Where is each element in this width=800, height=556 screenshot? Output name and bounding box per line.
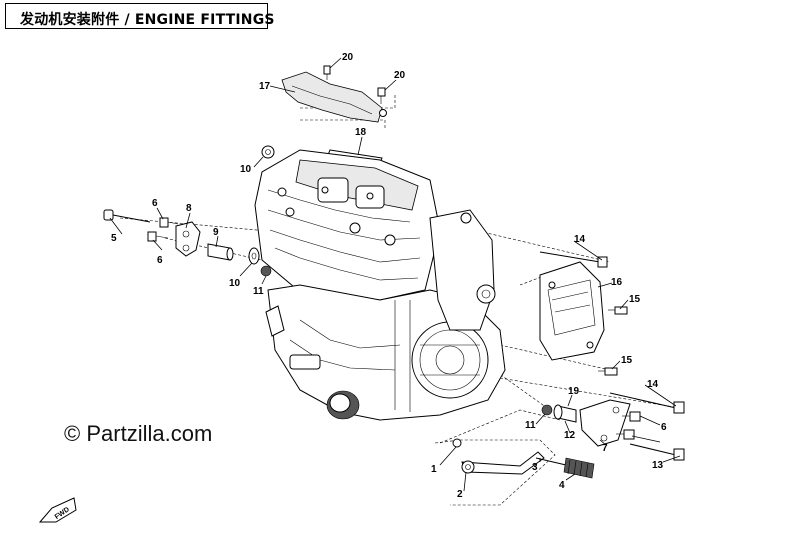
callout-8: 8 xyxy=(186,203,192,214)
callout-15b: 15 xyxy=(621,355,633,366)
nut-11b xyxy=(541,404,553,416)
watermark: © Partzilla.com xyxy=(64,421,212,447)
callout-11a: 11 xyxy=(253,286,264,297)
bolt-6c xyxy=(616,429,635,440)
long-bolt-14b xyxy=(609,392,685,414)
washer-10b xyxy=(248,247,260,265)
callout-numbers: 17 20 20 18 10 6 8 5 9 6 10 11 14 16 15 … xyxy=(111,52,667,500)
callout-16: 16 xyxy=(611,277,623,288)
bolt-20a xyxy=(323,65,331,80)
page-title: 发动机安装附件 / ENGINE FITTINGS xyxy=(20,12,275,28)
bolt-13 xyxy=(629,443,685,461)
nut-11a xyxy=(260,265,272,277)
heat-shield-17 xyxy=(281,71,387,123)
callout-6a: 6 xyxy=(152,198,158,209)
callout-3: 3 xyxy=(532,462,538,473)
bushing-19 xyxy=(553,404,577,423)
watermark-text: Partzilla.com xyxy=(86,421,213,446)
fwd-direction-badge: FWD xyxy=(38,497,77,523)
callout-12: 12 xyxy=(564,430,576,441)
sprocket-cover-16 xyxy=(539,261,605,361)
callout-1: 1 xyxy=(431,464,437,475)
callout-14b: 14 xyxy=(647,379,659,390)
engine-assembly xyxy=(254,149,506,421)
bolt-5 xyxy=(103,209,151,223)
callout-10a: 10 xyxy=(240,164,252,175)
bushing-9 xyxy=(207,243,234,261)
callout-6b: 6 xyxy=(157,255,163,266)
bolt-15b xyxy=(598,367,618,376)
copyright-icon: © xyxy=(64,421,81,446)
leader-lines xyxy=(109,57,681,492)
callout-6c: 6 xyxy=(661,422,667,433)
long-bolt-14a xyxy=(539,251,608,268)
shift-lever-assembly xyxy=(452,438,595,479)
callout-15a: 15 xyxy=(629,294,641,305)
callout-18: 18 xyxy=(355,127,367,138)
washer-10a xyxy=(261,145,275,159)
callout-4: 4 xyxy=(559,480,565,491)
callout-20b: 20 xyxy=(394,70,406,81)
callout-13: 13 xyxy=(652,460,664,471)
callout-11b: 11 xyxy=(525,420,536,431)
bolt-6d xyxy=(622,411,641,422)
bolt-20b xyxy=(377,87,386,104)
callout-17: 17 xyxy=(259,81,271,92)
callout-10b: 10 xyxy=(229,278,241,289)
bolt-15a xyxy=(608,306,628,315)
bracket-7 xyxy=(579,399,631,447)
callout-20a: 20 xyxy=(342,52,354,63)
callout-14a: 14 xyxy=(574,234,586,245)
callout-2: 2 xyxy=(457,489,463,500)
callout-7: 7 xyxy=(602,443,608,454)
bolt-6a xyxy=(159,217,179,228)
title-box: 发动机安装附件 / ENGINE FITTINGS xyxy=(5,3,275,29)
callout-9: 9 xyxy=(213,227,219,238)
bracket-8 xyxy=(175,221,201,257)
bolt-6b xyxy=(147,231,169,242)
callout-5: 5 xyxy=(111,233,117,244)
callout-19: 19 xyxy=(568,386,580,397)
